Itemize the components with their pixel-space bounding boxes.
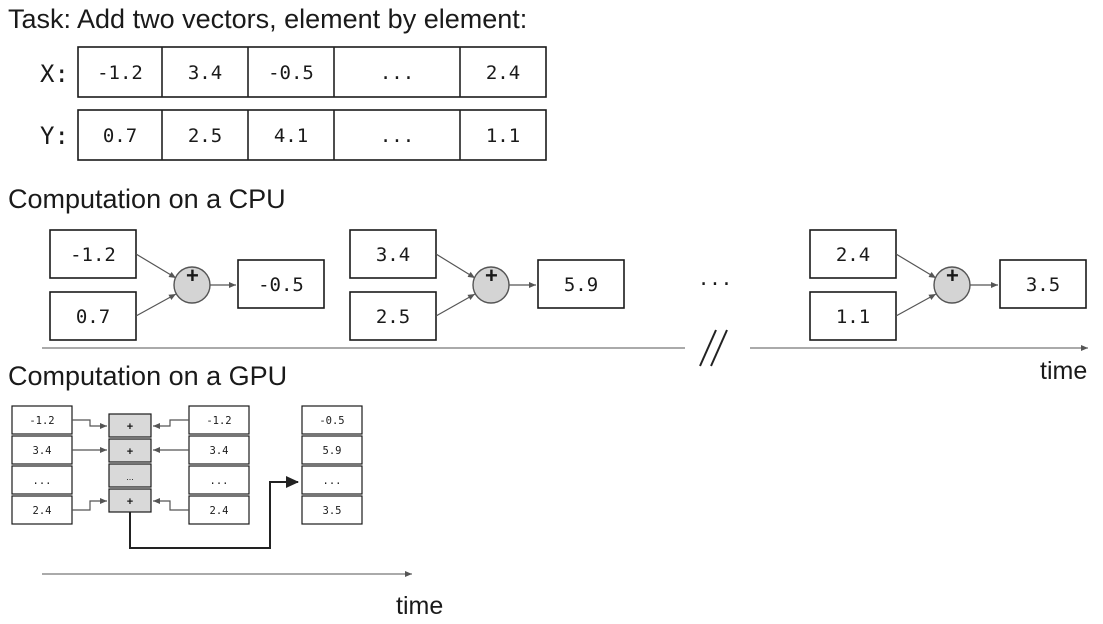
x-cell: 2.4 (486, 62, 520, 84)
gpu-result-column: -0.5 5.9 ... 3.5 (301, 405, 363, 525)
cpu-input-b: 1.1 (836, 306, 870, 328)
x-vector: -1.2 3.4 -0.5 ... 2.4 (77, 46, 547, 98)
gpu-op: + (127, 496, 133, 508)
cpu-input-b: 2.5 (376, 306, 410, 328)
x-cell: -1.2 (97, 62, 143, 84)
y-vector: 0.7 2.5 4.1 ... 1.1 (77, 109, 547, 161)
y-label: Y: (40, 122, 69, 150)
break-mark-line (699, 329, 717, 367)
gpu-result-cell: ... (323, 475, 342, 487)
y-cell: 0.7 (103, 125, 137, 147)
gpu-left-cell: -1.2 (29, 415, 54, 427)
cpu-op-3: 2.4 1.1 + 3.5 (809, 229, 1087, 341)
gpu-left-cell: ... (33, 475, 52, 487)
cpu-timeline: time (42, 329, 1088, 385)
x-cell: 3.4 (188, 62, 222, 84)
gpu-op: ... (126, 472, 134, 482)
cpu-input-b: 0.7 (76, 306, 110, 328)
gpu-right-cell: 2.4 (210, 505, 229, 517)
gpu-op: + (127, 446, 133, 458)
y-cell: 4.1 (274, 125, 308, 147)
break-mark-line (710, 329, 728, 367)
gpu-right-cell: 3.4 (210, 445, 229, 457)
plus-sign: + (186, 263, 199, 288)
plus-sign: + (485, 263, 498, 288)
plus-sign: + (946, 263, 959, 288)
cpu-input-a: -1.2 (70, 244, 116, 266)
gpu-right-cell: -1.2 (206, 415, 231, 427)
cpu-op-2: 3.4 2.5 + 5.9 (349, 229, 625, 341)
gpu-op: + (127, 421, 133, 433)
cpu-result: -0.5 (258, 274, 304, 296)
gpu-time-label: time (396, 592, 443, 620)
task-title: Task: Add two vectors, element by elemen… (8, 4, 527, 34)
gpu-left-cell: 3.4 (33, 445, 52, 457)
cpu-ellipsis: ... (698, 268, 732, 290)
gpu-timeline: time (42, 571, 443, 620)
gpu-right-cell: ... (210, 475, 229, 487)
cpu-op-1: -1.2 0.7 + -0.5 (49, 229, 325, 341)
gpu-left-cell: 2.4 (33, 505, 52, 517)
y-cell: ... (380, 125, 414, 147)
gpu-result-cell: -0.5 (319, 415, 344, 427)
x-cell: ... (380, 62, 414, 84)
gpu-title: Computation on a GPU (8, 361, 287, 391)
gpu-arrows (72, 419, 299, 549)
x-cell: -0.5 (268, 62, 314, 84)
gpu-op-column: + + ... + (108, 413, 152, 513)
y-cell: 2.5 (188, 125, 222, 147)
cpu-input-a: 3.4 (376, 244, 410, 266)
cpu-result: 3.5 (1026, 274, 1060, 296)
gpu-result-cell: 5.9 (323, 445, 342, 457)
cpu-time-label: time (1040, 357, 1087, 385)
cpu-title: Computation on a CPU (8, 184, 286, 214)
cpu-input-a: 2.4 (836, 244, 870, 266)
gpu-right-column: -1.2 3.4 ... 2.4 (188, 405, 250, 525)
gpu-left-column: -1.2 3.4 ... 2.4 (11, 405, 73, 525)
gpu-result-cell: 3.5 (323, 505, 342, 517)
x-label: X: (40, 60, 69, 88)
y-cell: 1.1 (486, 125, 520, 147)
cpu-result: 5.9 (564, 274, 598, 296)
